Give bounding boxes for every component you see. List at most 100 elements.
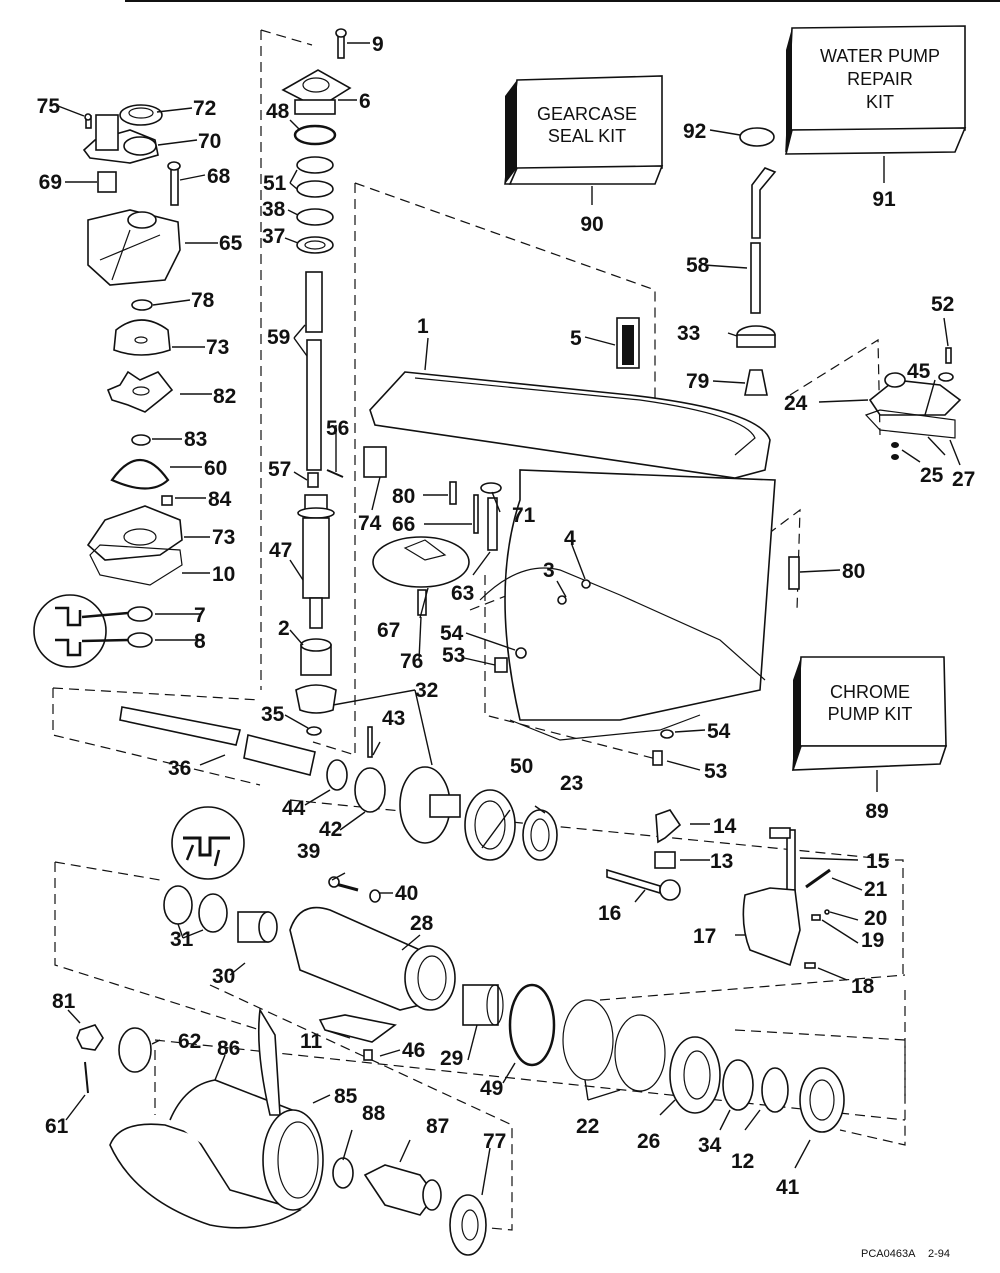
part-34-seal[interactable] bbox=[722, 1059, 754, 1111]
part-68-bolt[interactable] bbox=[167, 161, 181, 206]
part-23-washer[interactable] bbox=[522, 809, 558, 861]
part-9-screw[interactable] bbox=[335, 28, 347, 59]
part-1-gearcase[interactable] bbox=[369, 371, 776, 741]
part-73-plate[interactable] bbox=[86, 505, 183, 561]
part-78-o-ring[interactable] bbox=[131, 299, 153, 311]
part-39-screw[interactable] bbox=[328, 876, 359, 892]
part-52-screw[interactable] bbox=[945, 347, 952, 364]
part-12-washer[interactable] bbox=[761, 1067, 789, 1113]
part-36-propeller-shaft[interactable] bbox=[119, 706, 316, 776]
part-62-thrust-washer[interactable] bbox=[118, 1027, 152, 1073]
part-33-grommet[interactable] bbox=[736, 325, 776, 348]
part-69-sleeve[interactable] bbox=[97, 171, 117, 193]
part-32-pinion-gear[interactable] bbox=[295, 684, 337, 714]
part-50-bearing-shim[interactable] bbox=[464, 789, 516, 861]
part-8-seal[interactable] bbox=[127, 632, 153, 648]
part-54-washer-a[interactable] bbox=[515, 647, 527, 659]
callout-73-bottom: 73 bbox=[212, 526, 235, 549]
part-41-reverse-gear[interactable] bbox=[799, 1067, 845, 1133]
part-49-o-ring[interactable] bbox=[508, 983, 556, 1067]
part-6-bearing-housing[interactable] bbox=[281, 69, 352, 115]
kit-box-water-pump-repair[interactable]: WATER PUMP REPAIR KIT bbox=[784, 25, 967, 155]
part-46-screw[interactable] bbox=[363, 1049, 373, 1061]
part-38-washer[interactable] bbox=[296, 208, 334, 226]
part-24-cover[interactable] bbox=[868, 372, 962, 416]
part-22-retaining-rings[interactable] bbox=[562, 999, 666, 1092]
part-70-housing-plate[interactable] bbox=[82, 114, 159, 164]
kit-box-gearcase-seal[interactable]: GEARCASE SEAL KIT bbox=[504, 75, 664, 185]
part-45-washer[interactable] bbox=[938, 372, 954, 382]
callout-14: 14 bbox=[713, 815, 737, 838]
part-63-bolt[interactable] bbox=[487, 497, 498, 551]
part-14-shift-lever[interactable] bbox=[655, 809, 682, 844]
part-57-spring[interactable] bbox=[307, 472, 319, 488]
part-86-propeller[interactable] bbox=[109, 1007, 324, 1229]
part-7-seal[interactable] bbox=[127, 606, 153, 622]
callout-8: 8 bbox=[194, 630, 206, 653]
part-58-shift-rod[interactable] bbox=[750, 167, 777, 314]
part-16-pin[interactable] bbox=[606, 868, 681, 901]
part-42-clutch-dog[interactable] bbox=[354, 767, 386, 813]
part-88-spacer[interactable] bbox=[332, 1157, 354, 1189]
part-76-screw[interactable] bbox=[417, 589, 427, 616]
part-40-washer[interactable] bbox=[369, 889, 381, 903]
part-59-driveshaft[interactable] bbox=[305, 271, 323, 471]
part-60-seal[interactable] bbox=[110, 458, 170, 490]
part-35-nut[interactable] bbox=[306, 726, 322, 736]
part-61-cotter-pin[interactable] bbox=[84, 1061, 89, 1094]
part-51-washers[interactable] bbox=[296, 156, 334, 198]
part-48-o-ring[interactable] bbox=[293, 124, 337, 146]
part-74-anode[interactable] bbox=[363, 446, 387, 478]
part-87-hub[interactable] bbox=[363, 1164, 442, 1216]
part-10-gasket[interactable] bbox=[89, 544, 183, 586]
part-15-shift-shaft[interactable] bbox=[769, 827, 796, 891]
part-79-seal[interactable] bbox=[744, 369, 768, 396]
part-18-pin[interactable] bbox=[804, 962, 816, 969]
part-30-bearing[interactable] bbox=[237, 911, 278, 943]
callout-28: 28 bbox=[410, 912, 434, 935]
part-66-screw[interactable] bbox=[473, 494, 479, 534]
part-20-ball[interactable] bbox=[824, 909, 830, 915]
part-17-shift-housing[interactable] bbox=[742, 887, 801, 967]
part-26-thrust-plate[interactable] bbox=[669, 1036, 721, 1114]
part-53-screw-a[interactable] bbox=[494, 657, 508, 673]
part-54-washer-b[interactable] bbox=[660, 729, 674, 739]
part-80-screw-b[interactable] bbox=[788, 556, 800, 590]
part-37-thrust-bearing[interactable] bbox=[296, 236, 334, 254]
part-47-pump-base[interactable] bbox=[297, 494, 335, 629]
part-43-pin[interactable] bbox=[367, 726, 373, 758]
part-67-trim-tab[interactable] bbox=[372, 536, 470, 588]
part-84-key[interactable] bbox=[161, 495, 173, 506]
part-19-spring[interactable] bbox=[811, 914, 821, 921]
part-25-plugs[interactable] bbox=[891, 442, 899, 460]
part-13-cradle[interactable] bbox=[654, 851, 676, 869]
part-2-bearing[interactable] bbox=[300, 638, 332, 676]
part-5-seal[interactable] bbox=[616, 317, 640, 369]
part-75-screw[interactable] bbox=[84, 113, 92, 129]
part-3-screw[interactable] bbox=[557, 595, 567, 605]
part-32-forward-gear[interactable] bbox=[399, 766, 461, 844]
part-27-gasket[interactable] bbox=[864, 409, 956, 439]
part-21-pin[interactable] bbox=[805, 868, 831, 889]
part-82-impeller[interactable] bbox=[106, 370, 174, 413]
part-73-impeller-cup[interactable] bbox=[113, 319, 171, 356]
kit-box-chrome-pump[interactable]: CHROME PUMP KIT bbox=[791, 656, 948, 771]
part-80-screw-a[interactable] bbox=[449, 481, 457, 505]
part-31-seals[interactable] bbox=[163, 885, 228, 933]
callout-92: 92 bbox=[683, 120, 706, 143]
part-65-pump-housing[interactable] bbox=[87, 209, 181, 286]
part-92-plug[interactable] bbox=[739, 127, 775, 147]
part-81-nut[interactable] bbox=[76, 1024, 104, 1051]
part-53-screw-b[interactable] bbox=[652, 750, 663, 766]
part-56-pin[interactable] bbox=[326, 469, 344, 478]
part-4-washer[interactable] bbox=[581, 579, 591, 589]
part-72-grommet[interactable] bbox=[119, 104, 163, 126]
part-29-bearing[interactable] bbox=[462, 984, 504, 1026]
part-44-retainer[interactable] bbox=[326, 759, 348, 791]
part-28-bearing-housing[interactable] bbox=[289, 906, 456, 1011]
part-71-washer[interactable] bbox=[480, 482, 502, 494]
callout-41: 41 bbox=[776, 1176, 800, 1199]
part-83-o-ring[interactable] bbox=[131, 434, 151, 446]
part-77-thrust-hub[interactable] bbox=[449, 1194, 487, 1256]
part-11-plate[interactable] bbox=[318, 1014, 397, 1043]
